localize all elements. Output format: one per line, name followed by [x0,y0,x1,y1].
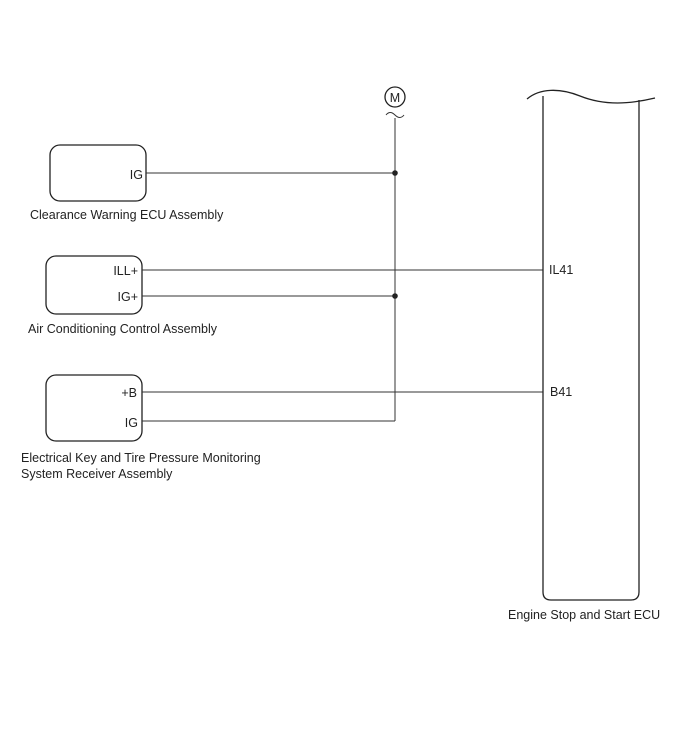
splice-dot-2 [392,293,398,299]
clearance-warning-ecu-label: Clearance Warning ECU Assembly [30,208,224,222]
engine-ecu-break-line [526,89,656,104]
engine-stop-start-ecu: IL41 B41 Engine Stop and Start ECU [508,89,660,622]
junction-m-symbol: M [384,86,406,118]
junction-m-label: M [390,91,400,105]
ecu-pin-b41: B41 [550,385,572,399]
air-conditioning-control-box [45,255,143,315]
aircon-pin-ig: IG+ [118,290,139,304]
splice-dot-1 [392,170,398,176]
clearance-pin-ig: IG [130,168,143,182]
air-conditioning-control: ILL+ IG+ Air Conditioning Control Assemb… [28,255,218,336]
electrical-key-receiver-label-line2: System Receiver Assembly [21,467,173,481]
clearance-warning-ecu: IG Clearance Warning ECU Assembly [30,144,224,222]
air-conditioning-control-label: Air Conditioning Control Assembly [28,322,218,336]
electrical-key-receiver-label-line1: Electrical Key and Tire Pressure Monitor… [21,451,261,465]
key-pin-ig: IG [125,416,138,430]
electrical-key-receiver: +B IG Electrical Key and Tire Pressure M… [21,374,261,481]
aircon-pin-ill: ILL+ [113,264,138,278]
engine-ecu-box [542,96,640,601]
electrical-key-receiver-box [45,374,143,442]
break-mark [385,112,405,118]
ecu-pin-il41: IL41 [549,263,573,277]
key-pin-b: +B [121,386,137,400]
engine-ecu-label: Engine Stop and Start ECU [508,608,660,622]
